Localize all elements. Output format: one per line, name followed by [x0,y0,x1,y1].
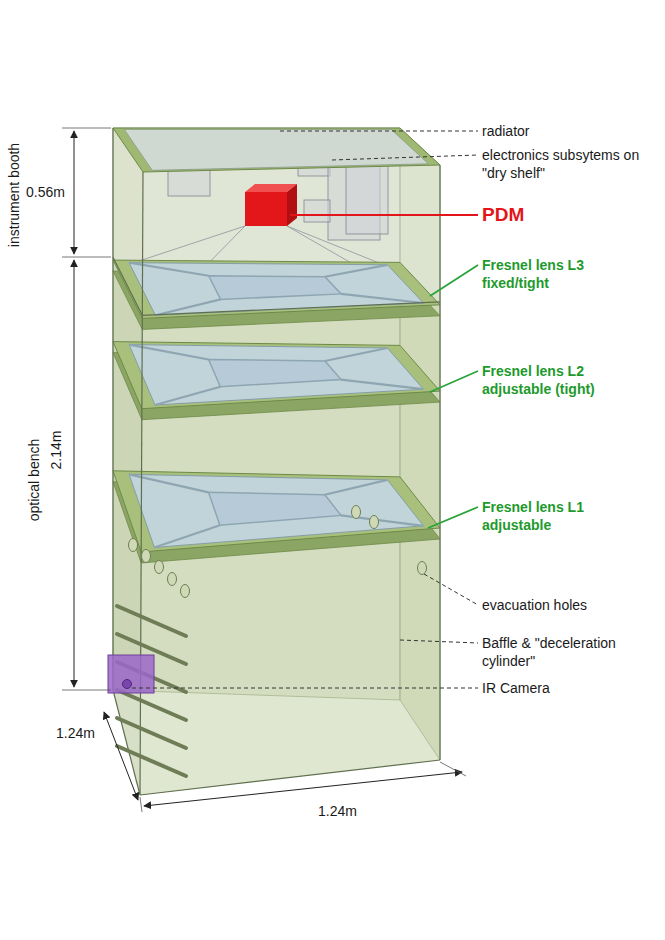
leader-line [430,371,478,392]
lens-glass [129,263,423,316]
ir-camera-lens [123,680,132,689]
leader-line [332,155,478,160]
dimension-tick [62,257,111,258]
vertical-edge [439,165,440,760]
instrument-body [113,128,440,795]
dimension-tick [140,797,142,812]
leader-lines [132,131,478,688]
electronics-box [346,162,388,234]
evacuation-hole [418,562,427,575]
evacuation-hole [142,550,151,563]
electronics-box [304,200,330,222]
booth-edge [142,302,440,315]
baffle-slit [117,690,186,720]
lens-hub [209,276,341,300]
ir-camera [108,655,154,693]
part-label: electronics subsytems on "dry shelf" [482,146,642,182]
booth-edge [113,257,142,315]
vertical-edge [112,128,113,690]
pdm-module [245,184,297,226]
dimension-label: 1.24m [318,802,357,820]
leader-line [290,214,478,216]
lens-hub [209,360,342,387]
fresnel-lens-l2 [113,342,440,420]
fresnel-lens-l1 [113,471,440,563]
lens-frame [113,342,440,409]
lens-spoke [325,480,388,495]
dimension-arrow [144,772,462,806]
dimension-arrow [104,712,138,800]
lens-glass [129,474,423,547]
lens-label: Fresnel lens L1 adjustable [482,498,632,534]
fresnel-lens-l3 [113,260,440,329]
dimension-label: 1.24m [56,724,95,742]
evacuation-hole [155,561,164,574]
radiator-frame [113,128,440,172]
part-label: IR Camera [482,679,550,697]
leader-line [400,640,478,643]
radiator-panel [124,129,428,170]
ir-camera-body [108,655,154,693]
dimension-lines [62,128,466,812]
part-label: PDM [482,204,524,226]
evacuation-holes [129,506,427,598]
leader-line [430,265,478,296]
evacuation-hole [181,585,190,598]
pdm-side [287,184,297,226]
evacuation-hole [352,506,361,519]
evacuation-hole [370,516,379,529]
dimension-tick [62,128,111,129]
radiator [113,128,440,172]
leader-line [132,688,478,689]
dimension-arrow [74,131,75,254]
lens-glass [129,345,423,405]
evacuation-hole [168,573,177,586]
leader-line [424,574,478,605]
part-label: radiator [482,122,529,140]
lens-spoke [129,345,209,360]
dimension-label: 0.56m [26,183,65,201]
lens-frame [113,471,440,552]
lens-spoke [155,387,220,405]
lens-spoke [325,348,388,361]
section-label: instrument booth [5,143,23,247]
dry-shelf-line [132,226,245,263]
baffle-slit [117,606,186,636]
lens-spoke [325,265,387,277]
lens-hub [209,492,342,525]
pdm-front [245,192,287,226]
lens-spoke [341,294,423,303]
leader-line [428,507,478,528]
part-label: Baffle & "deceleration cylinder" [482,634,657,670]
baffle-slit [117,718,186,748]
evacuation-hole [129,539,138,552]
dimension-tick [440,762,466,776]
bottom-edge [113,690,140,795]
dimension-arrow [74,260,75,687]
section-label: optical bench [25,439,43,522]
box-edges [113,128,440,795]
part-label: evacuation holes [482,596,587,614]
dimension-tick [62,690,111,691]
leader-line [280,131,478,132]
lens-spoke [341,380,423,390]
dimension-label: 2.14m [47,431,65,470]
lens-frame [113,260,440,318]
lens-spoke [129,263,209,276]
lens-label: Fresnel lens L3 fixed/tight [482,256,632,292]
dry-shelf-line [287,226,385,265]
lens-spoke [154,525,220,547]
lens-label: Fresnel lens L2 adjustable (tight) [482,362,632,398]
